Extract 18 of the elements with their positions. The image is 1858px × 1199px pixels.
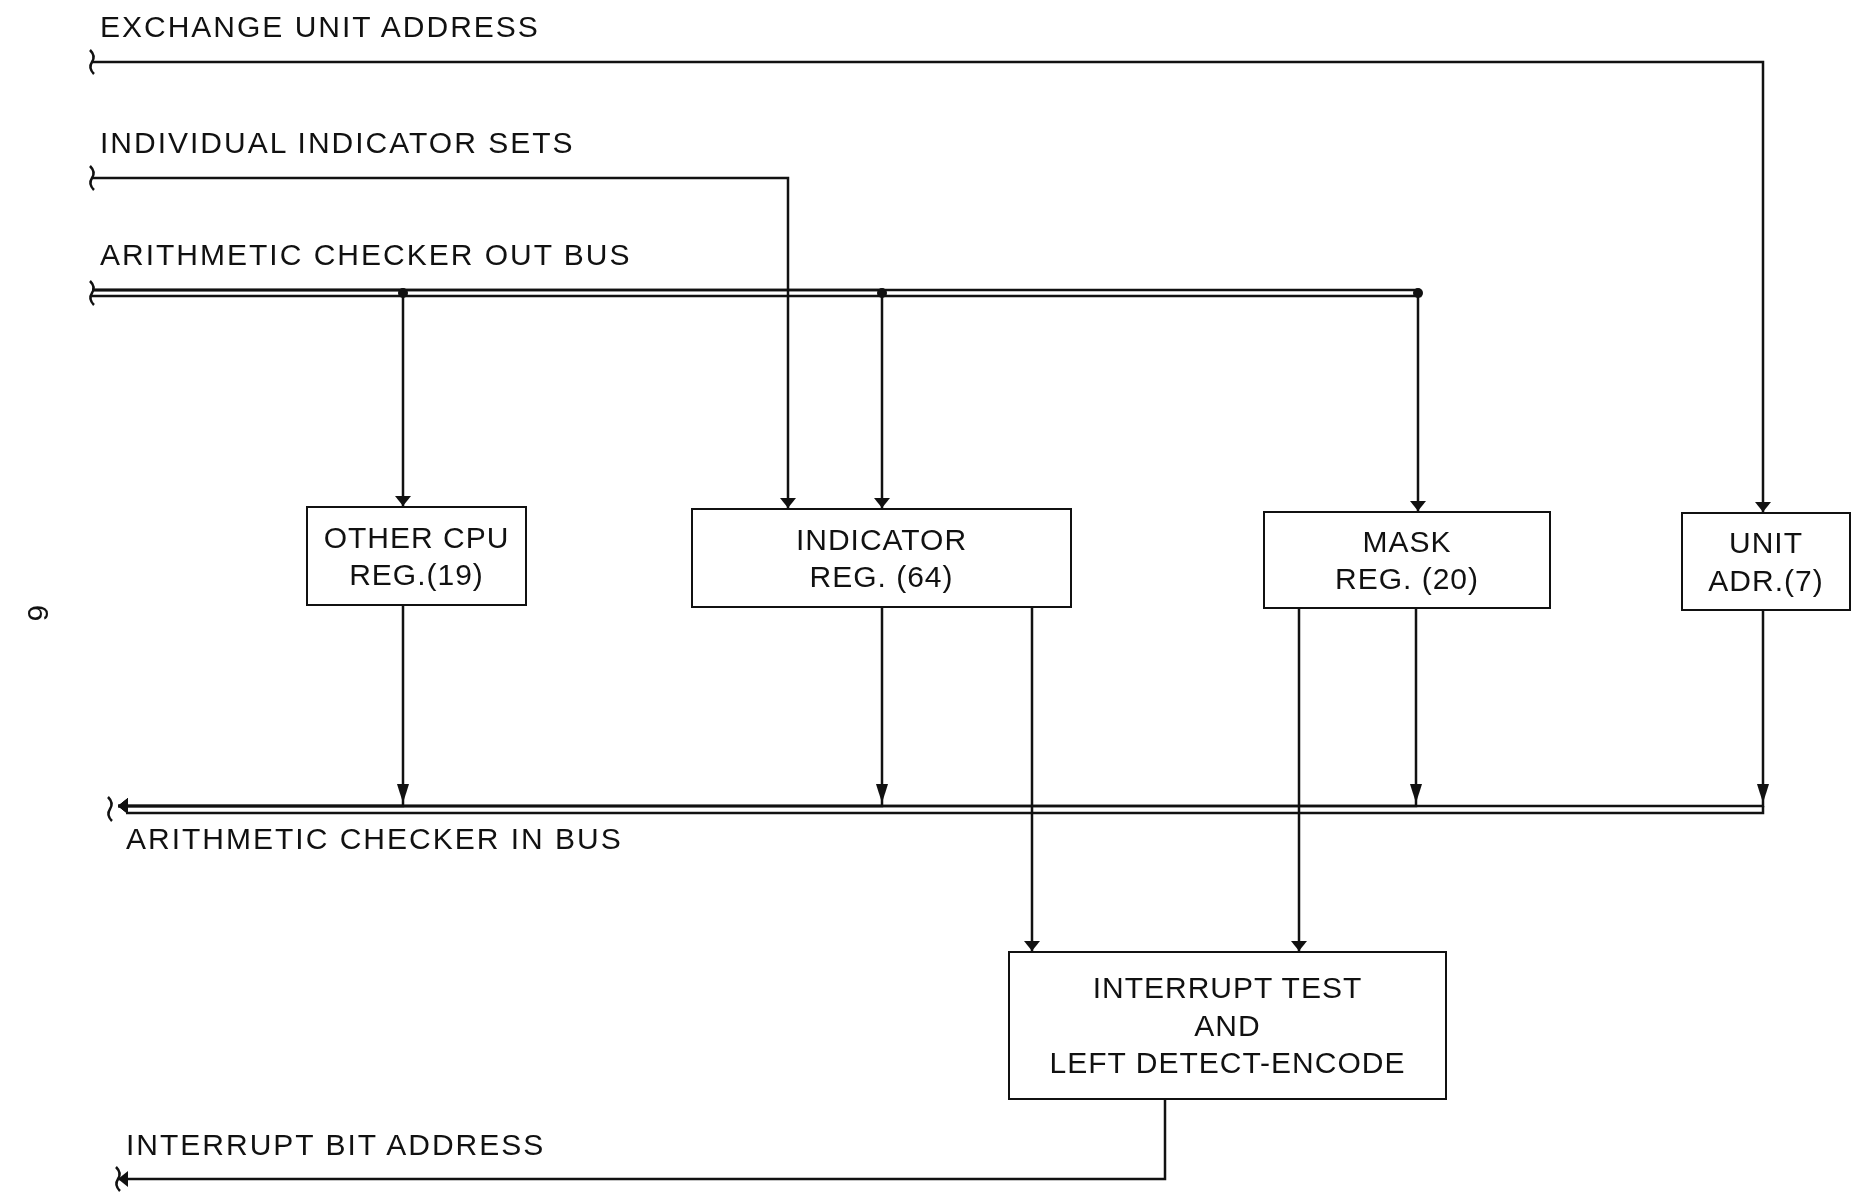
bus-label: EXCHANGE UNIT ADDRESS [92,8,572,62]
page-number: 6 [21,604,56,622]
arrow [92,60,1771,512]
arrow [118,611,1765,814]
register-box: UNIT ADR.(7) [1681,512,1851,611]
bus-label: ARITHMETIC CHECKER OUT BUS [92,234,692,290]
bus-label: INDIVIDUAL INDICATOR SETS [92,122,652,178]
arrow [92,288,1426,511]
arrow [1024,608,1040,951]
register-box: MASK REG. (20) [1263,511,1551,609]
bus-label: ARITHMETIC CHECKER IN BUS [118,806,678,861]
arrow [1291,609,1307,951]
register-box: OTHER CPU REG.(19) [306,506,527,606]
register-box: INDICATOR REG. (64) [691,508,1072,608]
arrow [118,1100,1167,1187]
arrow [92,176,796,508]
register-box: INTERRUPT TEST AND LEFT DETECT-ENCODE [1008,951,1447,1100]
bus-label: INTERRUPT BIT ADDRESS [118,1128,638,1179]
